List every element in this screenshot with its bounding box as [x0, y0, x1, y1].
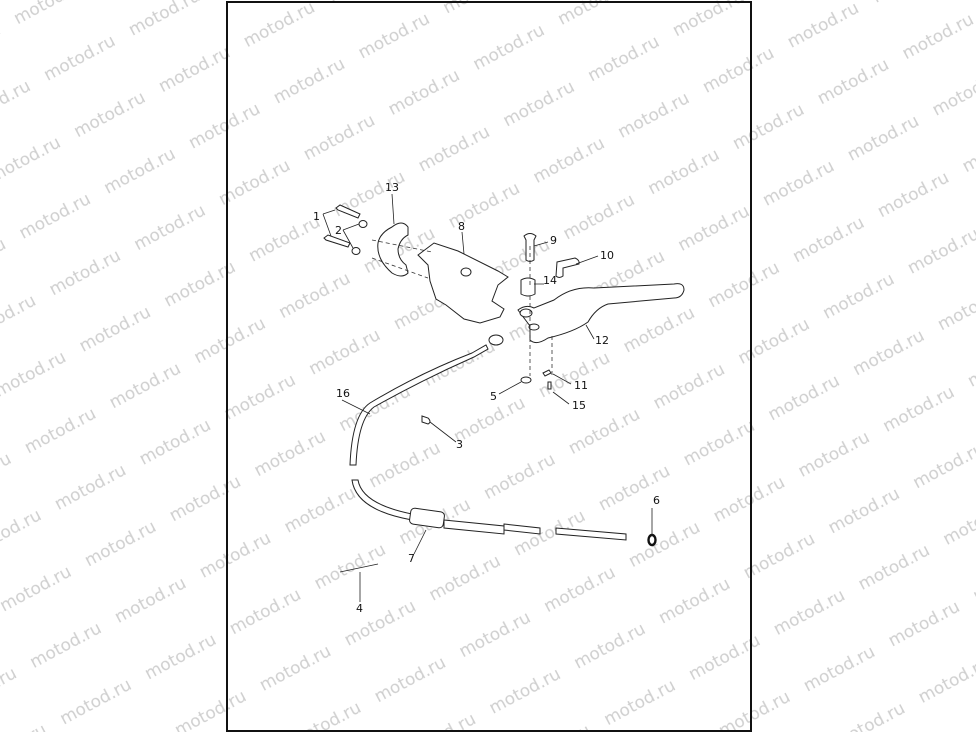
- retainer-part-5: [520, 376, 532, 384]
- callout-13: 13: [385, 181, 399, 194]
- cable-lower-end: [555, 527, 627, 541]
- diagram-frame: [226, 1, 752, 732]
- screw-part-15: [547, 381, 552, 390]
- callout-8: 8: [458, 220, 465, 233]
- callout-15: 15: [572, 399, 586, 412]
- lever-housing-part-8: [417, 242, 509, 324]
- callout-16: 16: [336, 387, 350, 400]
- clutch-cable-part-7: [351, 479, 413, 521]
- cable-boot: [409, 507, 445, 529]
- callout-12: 12: [595, 334, 609, 347]
- pin-part-11: [542, 369, 552, 377]
- callout-11: 11: [574, 379, 588, 392]
- clamp-part-13: [377, 222, 409, 277]
- callout-5: 5: [490, 390, 497, 403]
- callout-14: 14: [543, 274, 557, 287]
- callout-2: 2: [335, 224, 342, 237]
- cable-tie-part-4: [339, 563, 379, 573]
- cable-end-fitting: [503, 523, 541, 535]
- lever-stop-part-10: [555, 257, 580, 278]
- cable-adjuster: [443, 519, 505, 535]
- callout-4: 4: [356, 602, 363, 615]
- cable-upper-part-16: [349, 344, 489, 466]
- bolt-part-1: [323, 204, 361, 248]
- callout-7: 7: [408, 552, 415, 565]
- callout-9: 9: [550, 234, 557, 247]
- bushing-part-14: [520, 277, 536, 297]
- clip-part-3: [421, 415, 431, 425]
- o-ring-part-6: [647, 533, 657, 547]
- clutch-lever-part-12: [517, 283, 685, 344]
- callout-10: 10: [600, 249, 614, 262]
- callout-6: 6: [653, 494, 660, 507]
- callout-1: 1: [313, 210, 320, 223]
- callout-3: 3: [456, 438, 463, 451]
